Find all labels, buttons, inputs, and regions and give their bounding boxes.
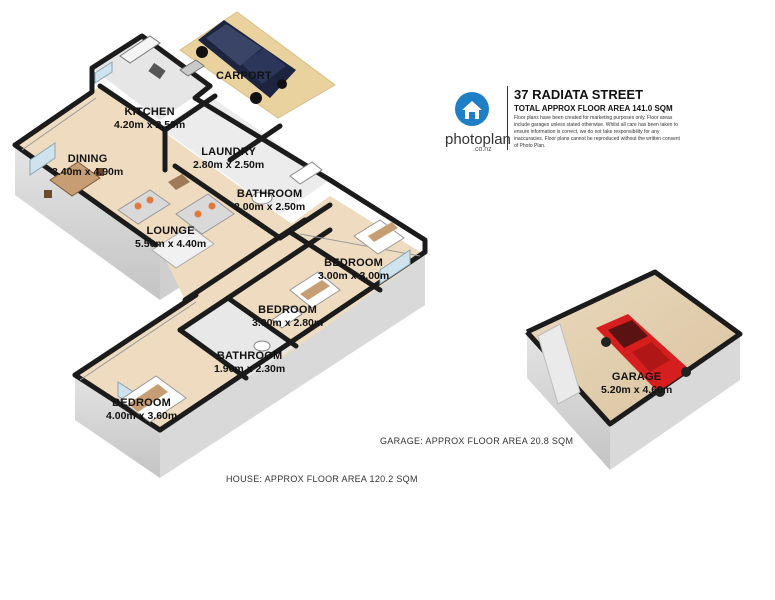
room-name: DINING xyxy=(67,153,108,165)
kitchen-fixtures xyxy=(119,35,205,80)
garage-area-caption: GARAGE: APPROX FLOOR AREA 20.8 SQM xyxy=(380,436,574,446)
header-divider xyxy=(507,86,508,150)
bedroom-furniture xyxy=(119,219,405,423)
room-label-garage: GARAGE 5.20m x 4.60m xyxy=(601,371,672,397)
room-dimensions: 1.90m x 2.30m xyxy=(214,363,286,375)
dining-furniture xyxy=(44,161,104,198)
room-label-bedroom-1: BEDROOM 3.00m x 3.00m xyxy=(318,257,389,283)
room-name: GARAGE xyxy=(611,371,662,383)
wall-inner-lines xyxy=(21,97,421,381)
room-dimensions: 2.80m x 2.50m xyxy=(193,159,265,171)
house-area-caption: HOUSE: APPROX FLOOR AREA 120.2 SQM xyxy=(226,474,418,484)
room-dimensions: 5.20m x 4.60m xyxy=(601,384,673,396)
total-area-subtitle: TOTAL APPROX FLOOR AREA 141.0 SQM xyxy=(514,104,673,113)
logo-wordmark: photoplan xyxy=(445,131,511,148)
room-dimensions: 4.20m x 2.50m xyxy=(114,119,186,131)
room-label-bathroom-2: BATHROOM 1.90m x 2.30m xyxy=(214,350,285,376)
carport-area xyxy=(179,11,336,119)
room-dimensions: 3.00m x 3.00m xyxy=(318,270,390,282)
room-name: BATHROOM xyxy=(236,188,303,200)
room-dimensions: 3.40m x 4.90m xyxy=(52,166,124,178)
room-label-bedroom-2: BEDROOM 3.00m x 2.80m xyxy=(252,304,323,330)
room-label-kitchen: KITCHEN 4.20m x 2.50m xyxy=(114,106,185,132)
room-dimensions: 4.00m x 3.60m xyxy=(106,410,178,422)
room-label-lounge: LOUNGE 5.50m x 4.40m xyxy=(135,225,206,251)
room-name: BEDROOM xyxy=(324,257,384,269)
room-name: BEDROOM xyxy=(112,397,172,409)
room-label-bathroom-1: BATHROOM 2.00m x 2.50m xyxy=(234,188,305,214)
room-dimensions: 2.00m x 2.50m xyxy=(234,201,306,213)
room-name: LOUNGE xyxy=(146,225,195,237)
room-name: BATHROOM xyxy=(216,350,283,362)
house-wall-faces xyxy=(15,145,425,478)
room-name: LAUNDRY xyxy=(201,146,256,158)
sports-car xyxy=(596,314,691,397)
room-name: KITCHEN xyxy=(124,106,175,118)
disclaimer-text: Floor plans have been created for market… xyxy=(514,115,680,149)
suv-car xyxy=(196,20,296,104)
room-label-carport: CARPORT xyxy=(216,70,272,83)
bathroom-fixtures xyxy=(251,161,323,352)
logo-suffix: .co.nz xyxy=(473,146,492,153)
house-walls xyxy=(12,33,428,433)
room-name: BEDROOM xyxy=(258,304,318,316)
room-name: CARPORT xyxy=(216,70,272,82)
room-label-bedroom-3: BEDROOM 4.00m x 3.60m xyxy=(106,397,177,423)
property-title: 37 RADIATA STREET xyxy=(514,87,644,102)
room-dimensions: 5.50m x 4.40m xyxy=(135,238,207,250)
lounge-furniture xyxy=(117,174,235,269)
room-label-dining: DINING 3.40m x 4.90m xyxy=(52,153,123,179)
room-label-laundry: LAUNDRY 2.80m x 2.50m xyxy=(193,146,264,172)
house-icon xyxy=(455,92,489,126)
room-dimensions: 3.00m x 2.80m xyxy=(252,317,324,329)
